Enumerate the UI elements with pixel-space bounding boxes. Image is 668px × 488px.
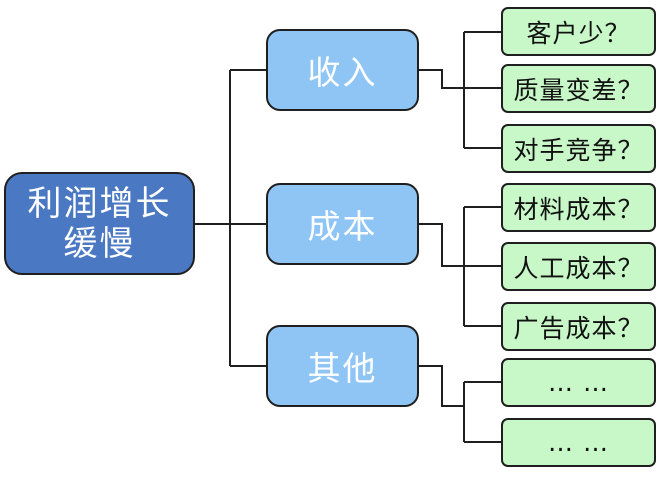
leaf-node: … …: [501, 358, 656, 407]
branch-node-other: 其他: [266, 325, 419, 407]
leaf-node: 材料成本？: [501, 183, 656, 232]
leaf-node: 对手竞争？: [501, 124, 656, 173]
branch-node-income: 收入: [266, 29, 419, 111]
connector-root-branches: [195, 69, 266, 367]
leaf-node: … …: [501, 418, 656, 467]
connector-branch-3: [419, 365, 502, 443]
leaf-node: 客户少？: [501, 7, 656, 56]
leaf-node: 广告成本？: [501, 302, 656, 351]
branch-node-cost: 成本: [266, 183, 419, 265]
connector-branch-1: [419, 31, 502, 149]
leaf-node: 质量变差？: [501, 64, 656, 113]
connector-branch-2: [419, 206, 502, 327]
leaf-node: 人工成本？: [501, 242, 656, 291]
root-node: 利润增长缓慢: [4, 172, 195, 275]
